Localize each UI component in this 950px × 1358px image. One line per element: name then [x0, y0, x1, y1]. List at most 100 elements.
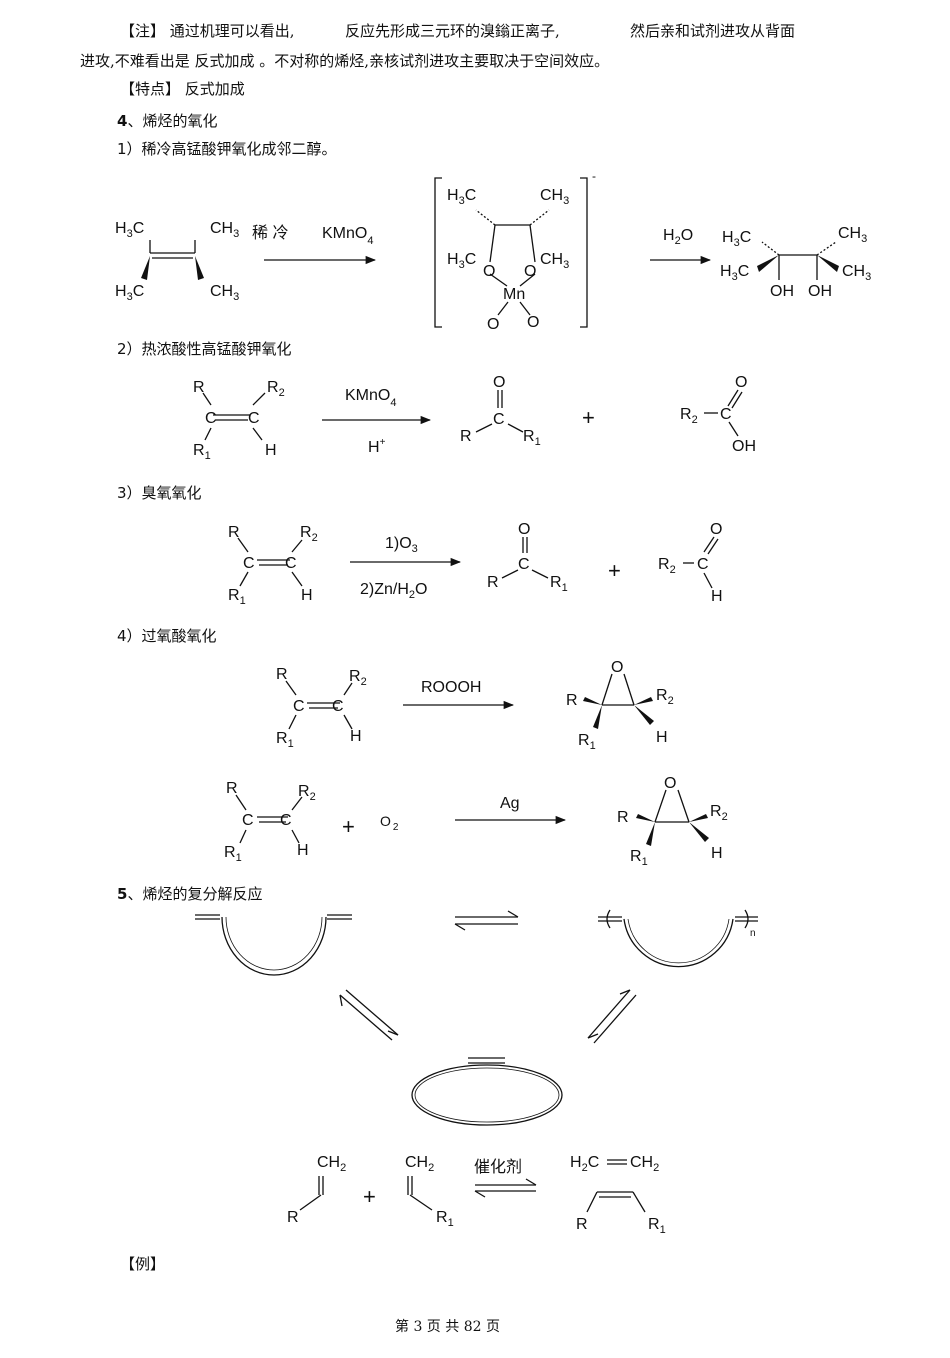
s2-reagent-kmno4: KMnO4 — [345, 387, 396, 409]
s2-h: H — [265, 442, 277, 459]
s4b-r1: R1 — [224, 844, 242, 864]
note-line1-a: 【注】 通过机理可以看出, — [120, 22, 295, 40]
s1-int-ch3-mid: CH3 — [540, 251, 569, 271]
s4a-c-right: C — [332, 698, 344, 715]
s2-reagent-h-plus: H+ — [368, 437, 386, 456]
s5-ethylene-ch2: CH2 — [630, 1154, 659, 1174]
s4b-epoxide-o: O — [664, 775, 676, 792]
feature-line: 【特点】 反式加成 — [120, 80, 245, 98]
s2-c-right: C — [248, 410, 260, 427]
s2-acid-r2: R2 — [680, 406, 698, 426]
s5-catalyst: 催化剂 — [474, 1158, 522, 1176]
s2-r2: R2 — [267, 379, 285, 399]
section5-number: 5 — [117, 885, 128, 903]
s2-ketone-r1: R1 — [523, 428, 541, 448]
s3-r: R — [228, 524, 240, 541]
s5-polymer-n: n — [750, 928, 756, 939]
s4b-epoxide-r1: R1 — [630, 848, 648, 868]
s1-int-h3c-top: H3C — [447, 187, 476, 207]
s2-ketone-o: O — [493, 374, 505, 391]
s5-b-ch2: CH2 — [405, 1154, 434, 1174]
section4-number: 4 — [117, 112, 128, 130]
note-line1-b: 反应先形成三元环的溴鎓正离子, — [345, 22, 560, 40]
s3-reagent-ozone: 1)O3 — [385, 535, 418, 555]
s4a-r2: R2 — [349, 668, 367, 688]
s4a-c-left: C — [293, 698, 305, 715]
s4a-h: H — [350, 728, 362, 745]
note-line1-c: 然后亲和试剂进攻从背面 — [630, 22, 796, 40]
s1-prod-oh-right: OH — [808, 283, 832, 300]
s4a-epoxide-r: R — [566, 692, 578, 709]
s4a-epoxide-h: H — [656, 729, 668, 746]
s4a-epoxide-o: O — [611, 659, 623, 676]
s4b-h: H — [297, 842, 309, 859]
section4-sub1: 1）稀冷高锰酸钾氧化成邻二醇。 — [117, 140, 337, 158]
s1-int-o-right: O — [524, 263, 536, 280]
s5-prod-r1: R1 — [648, 1216, 666, 1236]
s2-acid-o: O — [735, 374, 747, 391]
s1-h3c-botleft: H3C — [115, 283, 144, 303]
s4b-epoxide-h: H — [711, 845, 723, 862]
s1-int-o-left: O — [483, 263, 495, 280]
s2-ketone-c: C — [493, 411, 505, 428]
s1-prod-h3c-top: H3C — [722, 229, 751, 249]
s3-plus: + — [608, 558, 621, 583]
s1-int-o-botright: O — [527, 314, 539, 331]
s3-aldehyde-o: O — [710, 521, 722, 538]
s4b-c-left: C — [242, 812, 254, 829]
s4a-reagent-peracid: ROOOH — [421, 679, 481, 696]
s4a-epoxide-r1: R1 — [578, 732, 596, 752]
s5-b-r1: R1 — [436, 1209, 454, 1229]
s3-reagent-zn: 2)Zn/H2O — [360, 581, 427, 601]
s1-prod-ch3-top: CH3 — [838, 225, 867, 245]
s5-a-ch2: CH2 — [317, 1154, 346, 1174]
s4b-epoxide-r2: R2 — [710, 803, 728, 823]
s1-reagent-dilute-cold: 稀 冷 — [252, 224, 288, 242]
section5-title: 、烯烃的复分解反应 — [127, 885, 263, 903]
s3-ketone-r: R — [487, 574, 499, 591]
example-label: 【例】 — [120, 1255, 166, 1273]
section4-heading: 4、烯烃的氧化 — [117, 112, 217, 130]
s3-ketone-o: O — [518, 521, 530, 538]
section4-sub3: 3）臭氧氧化 — [117, 484, 202, 502]
section5-heading: 5、烯烃的复分解反应 — [117, 885, 262, 903]
s3-aldehyde-c: C — [697, 556, 709, 573]
s2-acid-c: C — [720, 406, 732, 423]
s2-r: R — [193, 379, 205, 396]
s1-int-mn: Mn — [503, 286, 525, 303]
s5-plus: + — [363, 1184, 376, 1209]
s4b-reagent-ag: Ag — [500, 795, 520, 812]
s3-h: H — [301, 587, 313, 604]
s4b-c-right: C — [280, 812, 292, 829]
s4b-r: R — [226, 780, 238, 797]
s4a-r: R — [276, 666, 288, 683]
s3-ketone-c: C — [518, 556, 530, 573]
s1-prod-ch3-bot: CH3 — [842, 263, 871, 283]
s4b-r2: R2 — [298, 783, 316, 803]
s1-ch3-topright: CH3 — [210, 220, 239, 240]
s2-ketone-r: R — [460, 428, 472, 445]
s3-aldehyde-h: H — [711, 588, 723, 605]
s3-r2: R2 — [300, 524, 318, 544]
s5-ethylene-h2c: H2C — [570, 1154, 599, 1174]
s1-prod-h3c-bot: H3C — [720, 263, 749, 283]
s2-c-left: C — [205, 410, 217, 427]
s1-int-o-botleft: O — [487, 316, 499, 333]
s4b-plus: + — [342, 814, 355, 839]
s2-plus: + — [582, 405, 595, 430]
s1-int-h3c-mid: H3C — [447, 251, 476, 271]
s3-ketone-r1: R1 — [550, 574, 568, 594]
s1-prod-oh-left: OH — [770, 283, 794, 300]
s5-a-r: R — [287, 1209, 299, 1226]
s2-r1: R1 — [193, 442, 211, 462]
s5-prod-r: R — [576, 1216, 588, 1233]
section4-title: 、烯烃的氧化 — [127, 112, 218, 130]
s4a-r1: R1 — [276, 730, 294, 750]
s1-reagent-h2o: H2O — [663, 227, 693, 247]
s4a-epoxide-r2: R2 — [656, 687, 674, 707]
section4-sub2: 2）热浓酸性高锰酸钾氧化 — [117, 340, 292, 358]
s1-int-ch3-top: CH3 — [540, 187, 569, 207]
